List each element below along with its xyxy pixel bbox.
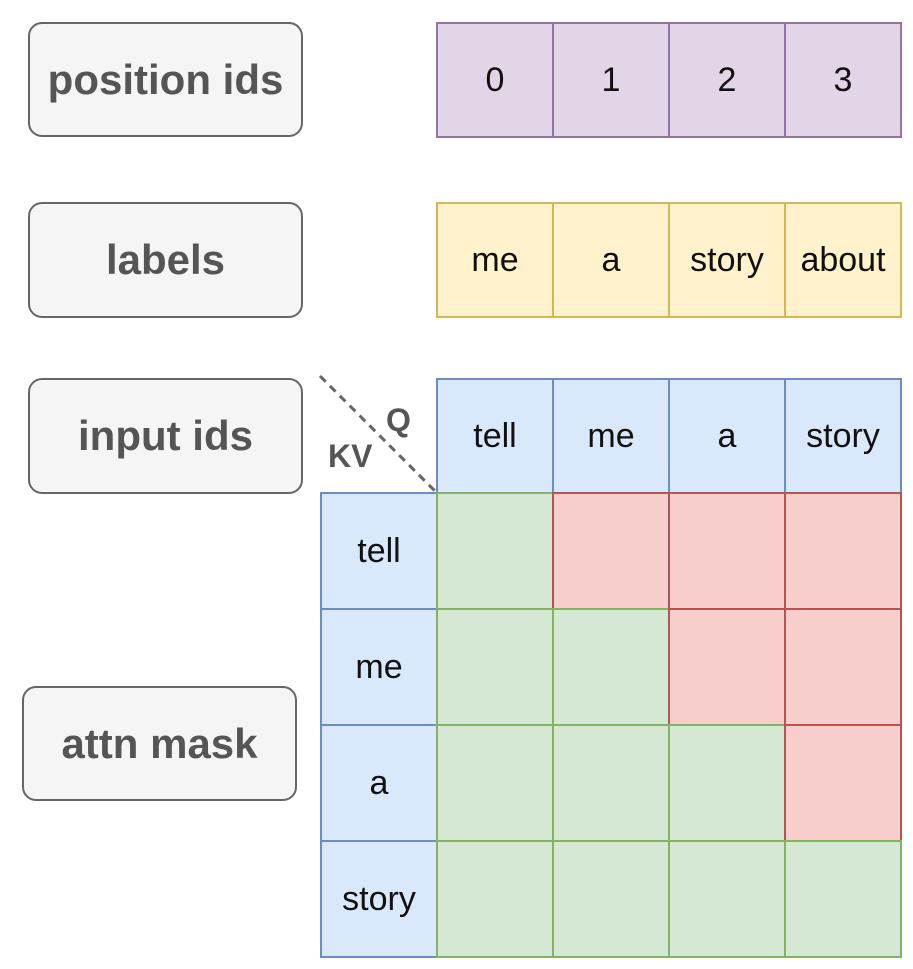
input-id-cell: a [668,378,786,494]
mask-cell-allowed [552,608,670,726]
mask-cell-masked [784,492,902,610]
mask-cell-masked [668,492,786,610]
mask-cell-masked [784,724,902,842]
position-id-cell: 2 [668,22,786,138]
label-token-cell: me [436,202,554,318]
position-id-cell: 1 [552,22,670,138]
input-id-cell: me [552,378,670,494]
position-id-cell: 3 [784,22,902,138]
position-id-cell: 0 [436,22,554,138]
kv-label: KV [328,438,373,474]
input-id-cell: story [784,378,902,494]
corner-diagonal [318,374,438,494]
kv-token-cell: tell [320,492,438,610]
kv-token-cell: a [320,724,438,842]
label-token-cell: story [668,202,786,318]
kv-token-cell: me [320,608,438,726]
attn-mask-label: attn mask [22,686,297,801]
mask-cell-allowed [436,608,554,726]
mask-cell-allowed [436,840,554,958]
mask-cell-allowed [436,492,554,610]
mask-cell-allowed [668,840,786,958]
mask-cell-masked [784,608,902,726]
mask-cell-allowed [784,840,902,958]
mask-cell-allowed [552,724,670,842]
mask-cell-allowed [436,724,554,842]
mask-cell-allowed [668,724,786,842]
label-token-cell: about [784,202,902,318]
label-token-cell: a [552,202,670,318]
q-label: Q [386,402,411,438]
mask-cell-masked [552,492,670,610]
kv-token-cell: story [320,840,438,958]
position-ids-label: position ids [28,22,303,137]
mask-cell-masked [668,608,786,726]
input-id-cell: tell [436,378,554,494]
mask-cell-allowed [552,840,670,958]
input-ids-label: input ids [28,378,303,494]
labels-label: labels [28,202,303,318]
